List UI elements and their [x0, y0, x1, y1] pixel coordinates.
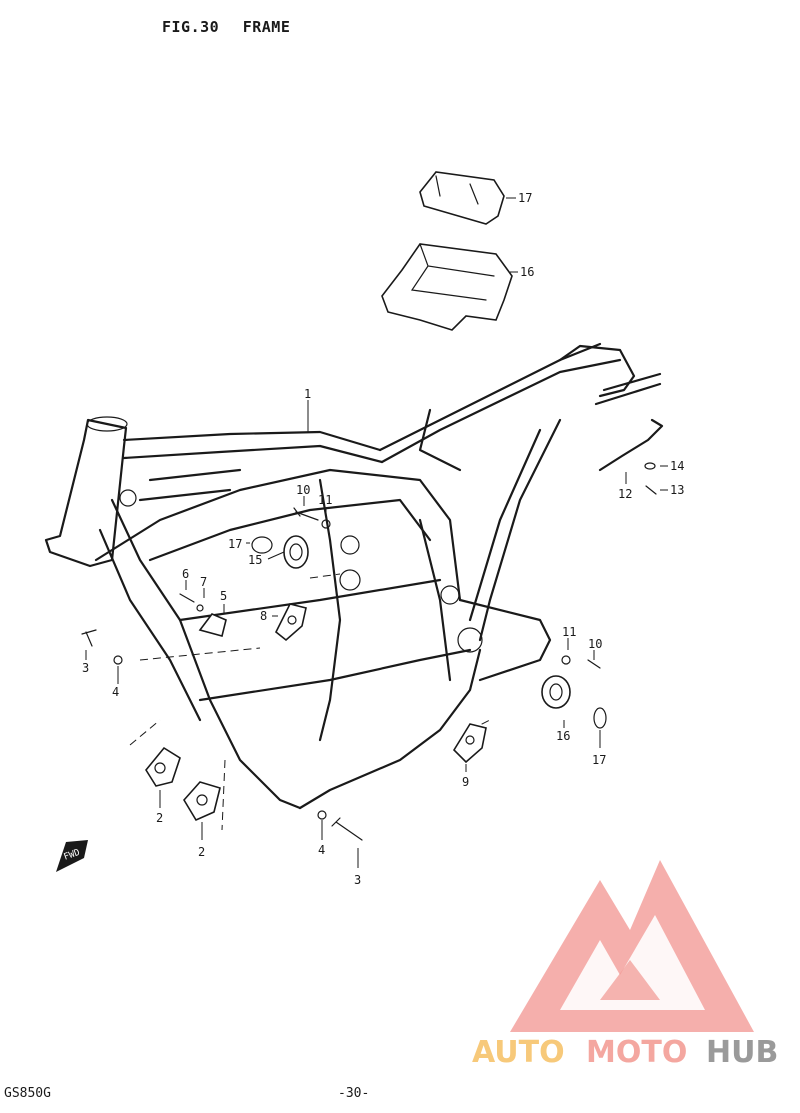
- engine-mount-plate-9: [452, 723, 487, 764]
- callout-6: 6: [182, 567, 189, 581]
- callout-5: 5: [220, 589, 227, 603]
- engine-mount-plate-8: [274, 603, 307, 642]
- callout-4a: 4: [112, 685, 119, 699]
- model-code: GS850G: [4, 1086, 51, 1101]
- callout-10b: 10: [588, 637, 602, 651]
- callout-7: 7: [200, 575, 207, 589]
- page-number: -30-: [338, 1086, 370, 1101]
- automotohub-logo-icon: [510, 860, 754, 1032]
- callout-14: 14: [670, 459, 684, 473]
- callout-10a: 10: [296, 483, 310, 497]
- callout-15: 15: [248, 553, 262, 567]
- callout-2a: 2: [156, 811, 163, 825]
- callout-13: 13: [670, 483, 684, 497]
- watermark-auto: AUTO: [472, 1035, 565, 1070]
- callout-11a: 11: [318, 493, 332, 507]
- callout-labels: 1 2 2 3 3 4 4 5 6 7 8 9 10 10 11 11 12 1…: [82, 191, 684, 887]
- engine-mount-plate-5: [198, 613, 227, 637]
- figure-number: FIG.30: [162, 18, 220, 36]
- main-frame-part: [44, 342, 662, 831]
- grommet-parts: [251, 535, 607, 729]
- battery-cover-part: [419, 171, 505, 225]
- callout-11b: 11: [562, 625, 576, 639]
- watermark-text: AUTO MOTO HUB: [472, 1035, 778, 1070]
- battery-holder-part: [381, 243, 513, 331]
- bolt-parts: [81, 462, 657, 841]
- callout-4b: 4: [318, 843, 325, 857]
- callout-3b: 3: [354, 873, 361, 887]
- rear-bracket-part: [598, 418, 664, 472]
- callout-16b: 16: [556, 729, 570, 743]
- callout-3a: 3: [82, 661, 89, 675]
- callout-17c: 17: [592, 753, 606, 767]
- leader-lines: [85, 197, 668, 868]
- forward-arrow-icon: FWD: [56, 840, 88, 872]
- callout-16a: 16: [520, 265, 534, 279]
- watermark-hub: HUB: [706, 1035, 778, 1070]
- callout-2b: 2: [198, 845, 205, 859]
- callout-8: 8: [260, 609, 267, 623]
- callout-1: 1: [304, 387, 311, 401]
- callout-17b: 17: [228, 537, 242, 551]
- callout-12: 12: [618, 487, 632, 501]
- figure-title: FIG.30 FRAME: [162, 18, 304, 36]
- engine-mount-plate-2b: [183, 781, 221, 822]
- callout-17a: 17: [518, 191, 532, 205]
- watermark-moto: MOTO: [586, 1035, 687, 1070]
- engine-mount-plate-2a: [145, 746, 181, 787]
- figure-name: FRAME: [242, 18, 291, 36]
- callout-9: 9: [462, 775, 469, 789]
